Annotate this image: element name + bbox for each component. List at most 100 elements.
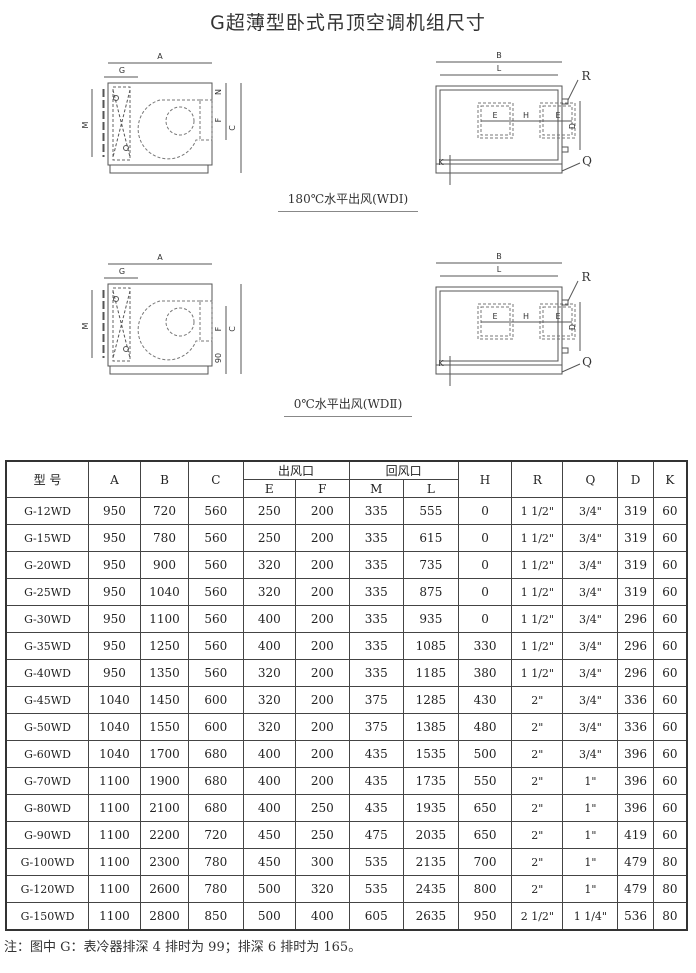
cell-b: 1550 [139,713,190,741]
fan-scroll [137,300,200,361]
cell-l: 2635 [402,902,459,931]
cell-d: 396 [617,794,654,822]
cell-model: G-25WD [5,578,89,606]
cell-e: 500 [242,875,297,903]
coil-outline [112,86,131,161]
header-e: E [242,479,297,498]
cell-e: 400 [242,794,297,822]
cell-h: 500 [457,740,513,768]
cell-c: 720 [188,821,244,849]
cell-q: 3/4" [562,524,619,552]
cell-k: 60 [652,497,688,525]
dimension-label-g: G [119,66,125,75]
cell-b: 1450 [139,686,190,714]
pipe-r [561,98,569,105]
leader-q [561,363,581,373]
cell-r: 2" [511,821,564,849]
cell-d: 296 [617,632,654,660]
cell-c: 850 [188,902,244,931]
cell-r: 2" [511,848,564,876]
cell-q: 3/4" [562,659,619,687]
cell-model: G-50WD [5,713,89,741]
cell-a: 1100 [87,902,141,931]
outlet [199,99,213,141]
cell-r: 2 1/2" [511,902,564,931]
cell-m: 335 [348,578,404,606]
dimension-label-q: Q [582,355,592,369]
cell-h: 330 [457,632,513,660]
cell-e: 320 [242,551,297,579]
header-b: B [139,460,190,498]
coil-cross [112,290,131,359]
cell-q: 1" [562,767,619,795]
cell-h: 0 [457,605,513,633]
dimension-label-d: D [568,324,577,330]
cell-c: 560 [188,632,244,660]
cell-c: 780 [188,848,244,876]
cell-d: 319 [617,524,654,552]
cell-model: G-30WD [5,605,89,633]
cell-d: 536 [617,902,654,931]
header-q: Q [562,460,619,498]
cell-a: 1100 [87,848,141,876]
dimension-label-d: D [568,123,577,129]
cell-q: 3/4" [562,686,619,714]
cell-b: 2100 [139,794,190,822]
drawing-caption-wd1: 180℃水平出风(WDⅠ) [0,190,696,212]
cell-f: 300 [295,848,350,876]
cell-f: 200 [295,686,350,714]
cell-d: 319 [617,497,654,525]
cell-m: 475 [348,821,404,849]
cell-h: 550 [457,767,513,795]
cell-b: 2300 [139,848,190,876]
header-a: A [87,460,141,498]
cell-k: 60 [652,821,688,849]
cell-r: 1 1/2" [511,578,564,606]
dimension-label-e: E [555,312,560,321]
cell-f: 200 [295,605,350,633]
cell-model: G-150WD [5,902,89,931]
cell-f: 200 [295,578,350,606]
header-model: 型 号 [5,460,89,498]
cell-q: 3/4" [562,740,619,768]
cell-b: 2600 [139,875,190,903]
cell-a: 950 [87,551,141,579]
dimension-label-r: R [581,69,591,83]
cell-h: 480 [457,713,513,741]
cell-r: 2" [511,767,564,795]
dimension-label-k: K [438,359,444,368]
cell-a: 950 [87,659,141,687]
dimension-label-m: M [81,121,90,128]
cell-k: 60 [652,551,688,579]
cell-h: 700 [457,848,513,876]
dimension-label-e: E [492,111,497,120]
cell-c: 680 [188,740,244,768]
pipe-r [561,299,569,306]
cell-m: 335 [348,551,404,579]
unit-panel [439,290,559,362]
cell-b: 2800 [139,902,190,931]
unit-base-front [435,364,563,375]
cell-model: G-35WD [5,632,89,660]
cell-q: 3/4" [562,713,619,741]
cell-f: 250 [295,794,350,822]
cell-h: 0 [457,578,513,606]
dimension-label-c: C [228,326,237,332]
dimension-label-a: A [157,52,163,61]
outlet [199,300,213,342]
cell-d: 336 [617,713,654,741]
cell-l: 1185 [402,659,459,687]
cell-model: G-45WD [5,686,89,714]
cell-r: 2" [511,875,564,903]
cell-r: 1 1/2" [511,551,564,579]
cell-r: 2" [511,686,564,714]
cell-a: 1100 [87,767,141,795]
cell-q: 3/4" [562,605,619,633]
cell-h: 0 [457,551,513,579]
dimension-label-n: N [214,89,223,95]
cell-q: 1" [562,821,619,849]
